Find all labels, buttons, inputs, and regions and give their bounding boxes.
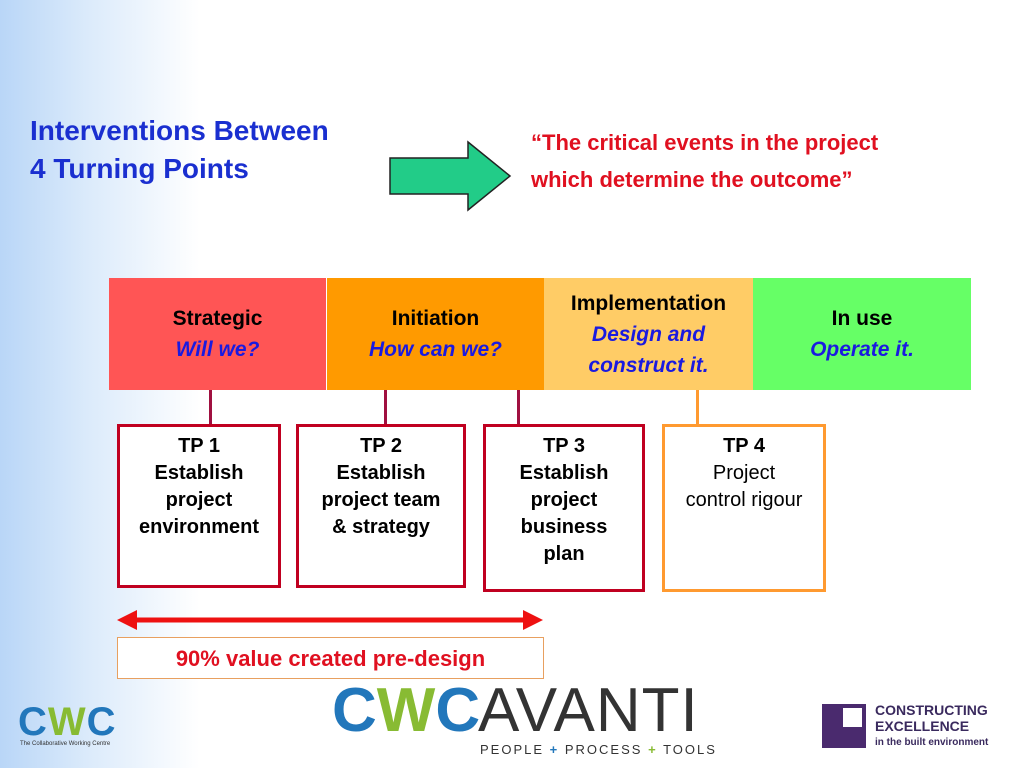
turning-point-4: TP 4 Project control rigour xyxy=(662,424,826,592)
stage-name: In use xyxy=(831,307,893,330)
cwc-logo-subtitle: The Collaborative Working Centre xyxy=(20,741,111,747)
tp-desc-line: control rigour xyxy=(685,489,803,511)
avanti-cwc-logo: CWC xyxy=(332,676,481,745)
tp-desc-line: project xyxy=(165,489,233,511)
tp-label: TP 3 xyxy=(543,435,585,457)
tp-desc-line: plan xyxy=(543,543,585,565)
turning-point-3: TP 3 Establish project business plan xyxy=(483,424,645,592)
tp-desc-line: project xyxy=(530,489,598,511)
stage-strategic: Strategic Will we? xyxy=(109,278,326,390)
stage-question: Operate it. xyxy=(810,338,914,361)
stage-name: Initiation xyxy=(391,307,480,330)
stage-name: Strategic xyxy=(172,307,263,330)
connector-line xyxy=(384,390,387,424)
cwc-logo: CWC xyxy=(18,700,117,744)
stage-question: How can we? xyxy=(368,338,503,361)
stage-question: Will we? xyxy=(175,338,260,361)
stage-in-use: In use Operate it. xyxy=(753,278,971,390)
slide-title-line2: 4 Turning Points xyxy=(30,153,249,184)
tp-desc-line: Project xyxy=(712,462,776,484)
tp-desc-line: environment xyxy=(138,516,260,538)
slide-title: Interventions Between 4 Turning Points xyxy=(30,112,329,188)
tp-desc-line: project team xyxy=(321,489,441,511)
tp-label: TP 2 xyxy=(360,435,402,457)
quote-text: “The critical events in the project whic… xyxy=(531,130,879,192)
avanti-tagline: PEOPLE + PROCESS + TOOLS xyxy=(480,742,717,757)
avanti-logo-text: AVANTI xyxy=(478,676,699,745)
stage-question: Design and construct it. xyxy=(588,322,709,377)
double-arrow-icon xyxy=(117,610,543,630)
stage-name: Implementation xyxy=(570,291,727,315)
tp-desc-line: Establish xyxy=(154,462,244,484)
stage-implementation: Implementation Design and construct it. xyxy=(544,278,753,390)
tp-desc-line: Establish xyxy=(519,462,609,484)
constructing-excellence-logo-text: CONSTRUCTING EXCELLENCE xyxy=(875,702,988,734)
constructing-excellence-subtitle: in the built environment xyxy=(875,737,989,748)
turning-point-1: TP 1 Establish project environment xyxy=(117,424,281,588)
connector-line xyxy=(517,390,520,424)
logo-square-icon xyxy=(843,708,862,727)
tp-label: TP 4 xyxy=(723,435,765,457)
tp-desc-line: & strategy xyxy=(332,516,430,538)
connector-line xyxy=(696,390,699,424)
right-arrow-icon xyxy=(389,140,512,212)
tp-label: TP 1 xyxy=(178,435,220,457)
slide-title-line1: Interventions Between xyxy=(30,115,329,146)
connector-line xyxy=(209,390,212,424)
tp-desc-line: business xyxy=(520,516,608,538)
value-banner: 90% value created pre-design xyxy=(117,637,544,679)
stage-initiation: Initiation How can we? xyxy=(327,278,544,390)
turning-point-2: TP 2 Establish project team & strategy xyxy=(296,424,466,588)
tp-desc-line: Establish xyxy=(336,462,426,484)
